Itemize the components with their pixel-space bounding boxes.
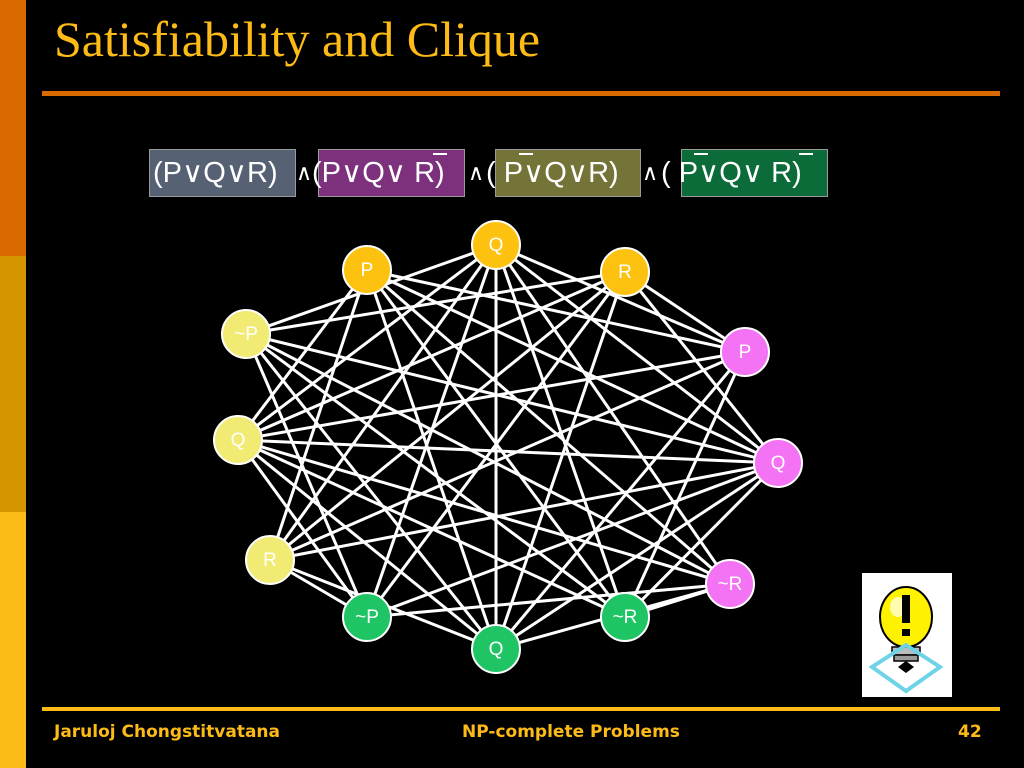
graph-node-label: Q bbox=[489, 639, 504, 660]
graph-edge bbox=[237, 438, 626, 619]
negation-bar bbox=[799, 153, 813, 155]
graph-edge bbox=[244, 333, 498, 650]
graph-node: P bbox=[342, 245, 392, 295]
graph-edge bbox=[366, 268, 731, 586]
negation-bar bbox=[519, 153, 533, 155]
graph-node: ~P bbox=[221, 309, 271, 359]
clause-3-box bbox=[495, 149, 641, 197]
graph-node: P bbox=[720, 327, 770, 377]
graph-edge bbox=[237, 438, 497, 651]
graph-edge bbox=[237, 438, 779, 465]
and-operator: ∧ bbox=[468, 160, 485, 185]
and-operator: ∧ bbox=[642, 160, 659, 185]
graph-node-circle bbox=[342, 245, 392, 295]
graph-edge bbox=[237, 350, 746, 442]
clause-1-text: (P∨Q∨R) bbox=[153, 157, 278, 189]
graph-node-label: Q bbox=[489, 235, 504, 256]
footer-divider bbox=[42, 707, 1000, 711]
graph-node-label: ~R bbox=[613, 607, 638, 628]
graph-node: ~R bbox=[705, 559, 755, 609]
graph-node-label: P bbox=[739, 342, 752, 363]
graph-edge bbox=[366, 582, 731, 619]
graph-node: R bbox=[600, 247, 650, 297]
graph-node-circle bbox=[705, 559, 755, 609]
graph-node-label: R bbox=[618, 262, 632, 283]
graph-edge bbox=[494, 244, 732, 585]
clause-2-text: (P∨Q∨ R) bbox=[312, 157, 445, 189]
negation-bar bbox=[433, 153, 447, 155]
graph-edge bbox=[495, 243, 746, 354]
and-operator: ∧ bbox=[296, 160, 313, 185]
graph-edge bbox=[245, 332, 779, 465]
graph-edge bbox=[366, 461, 779, 619]
clause-2-box bbox=[318, 149, 465, 197]
graph-edge bbox=[366, 268, 746, 354]
graph-node-circle bbox=[221, 309, 271, 359]
graph-node: R bbox=[245, 535, 295, 585]
graph-node: ~R bbox=[600, 592, 650, 642]
graph-edge bbox=[365, 269, 627, 618]
lightbulb-icon bbox=[862, 573, 952, 697]
graph-node-label: Q bbox=[771, 453, 786, 474]
graph-edge bbox=[365, 269, 498, 650]
footer-course: NP-complete Problems bbox=[462, 722, 680, 742]
footer-author: Jaruloj Chongstitvatana bbox=[54, 722, 280, 742]
graph-node-label: P bbox=[361, 260, 374, 281]
graph-node: Q bbox=[753, 438, 803, 488]
graph-node-circle bbox=[471, 624, 521, 674]
graph-edge bbox=[236, 269, 369, 441]
graph-nodes: Q R P Q ~R ~R Q ~P R Q ~P P bbox=[213, 220, 803, 674]
graph-node-circle bbox=[720, 327, 770, 377]
graph-node-label: R bbox=[263, 550, 277, 571]
graph-edges bbox=[236, 243, 780, 651]
graph-edge bbox=[244, 333, 369, 618]
graph-edge bbox=[494, 271, 627, 650]
graph-node-label: ~R bbox=[718, 574, 743, 595]
graph-edge bbox=[269, 461, 779, 562]
graph-edge bbox=[366, 268, 779, 465]
graph-node-circle bbox=[342, 592, 392, 642]
graph-node-circle bbox=[600, 592, 650, 642]
graph-edge bbox=[494, 351, 747, 650]
graph-node-circle bbox=[600, 247, 650, 297]
graph-edge bbox=[623, 351, 747, 618]
graph-edge bbox=[245, 332, 731, 586]
side-bar-top bbox=[0, 0, 26, 256]
graph-node-circle bbox=[471, 220, 521, 270]
graph-node-circle bbox=[213, 415, 263, 465]
graph-node: Q bbox=[471, 220, 521, 270]
side-bar-bottom bbox=[0, 512, 26, 768]
clause-4-text: ( P∨Q∨ R) bbox=[661, 157, 802, 189]
graph-edge bbox=[268, 269, 369, 561]
graph-edge bbox=[495, 243, 779, 465]
graph-node-label: ~P bbox=[234, 324, 258, 345]
graph-edge bbox=[268, 244, 498, 561]
graph-node-label: Q bbox=[231, 430, 246, 451]
slide-title: Satisfiability and Clique bbox=[54, 11, 541, 67]
graph-node-label: ~P bbox=[355, 607, 379, 628]
graph-edge bbox=[237, 243, 497, 442]
graph-node-circle bbox=[753, 438, 803, 488]
graph-edge bbox=[494, 244, 627, 618]
graph-edge bbox=[623, 271, 780, 464]
page-number: 42 bbox=[958, 722, 982, 742]
title-divider bbox=[42, 91, 1000, 96]
clause-1-box bbox=[149, 149, 296, 197]
negation-bar bbox=[694, 153, 708, 155]
graph-edge bbox=[269, 350, 746, 562]
graph-edge bbox=[236, 439, 369, 618]
graph-node: Q bbox=[213, 415, 263, 465]
clause-3-text: ( P∨Q∨R) bbox=[486, 157, 619, 189]
side-bar-middle bbox=[0, 256, 26, 512]
clause-4-box bbox=[681, 149, 828, 197]
graph-node-circle bbox=[245, 535, 295, 585]
graph-node: ~P bbox=[342, 592, 392, 642]
graph-node: Q bbox=[471, 624, 521, 674]
